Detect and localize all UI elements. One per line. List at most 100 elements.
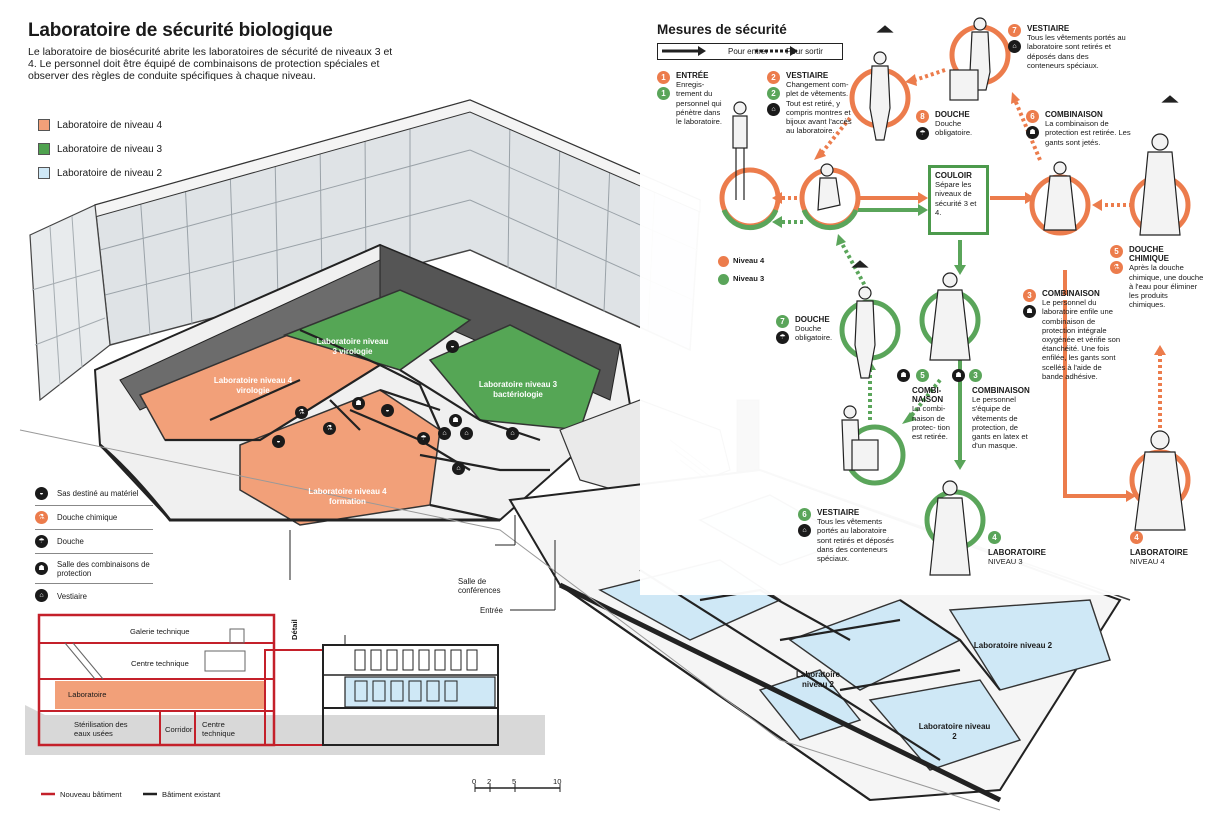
exit-label: Pour sortir: [786, 47, 823, 56]
step5-level4-title: DOUCHE CHIMIQUE: [1129, 245, 1169, 264]
step6-level4-suit-room-icon: ☗: [1026, 126, 1039, 139]
step4-level3-text: NIVEAU 3: [988, 557, 1023, 567]
measures-title: Mesures de sécurité: [657, 22, 787, 37]
legend-level3-label: Laboratoire de niveau 3: [57, 143, 163, 155]
lab-level3-virology-zone: [282, 289, 472, 371]
section-detail-label: Détail: [290, 619, 299, 640]
level-legend: Laboratoire de niveau 4 Laboratoire de n…: [38, 113, 162, 185]
step7-level4-locker-room: VESTIAIRE Tous les vêtements portés au l…: [1027, 24, 1127, 70]
step8-shower-icon: ☂: [916, 127, 929, 140]
step4-level4-title: LABORATOIRE: [1130, 548, 1188, 557]
flow-legend-level3: Niveau 3: [718, 270, 764, 288]
glass-wall-left: [29, 204, 111, 402]
plan-locker-room-icon: ⌂: [506, 427, 519, 440]
flow-legend-level4-label: Niveau 4: [733, 256, 765, 265]
step6-level4-title: COMBINAISON: [1045, 110, 1103, 119]
lab-level2-zone-d: [948, 599, 1111, 691]
label-lab3-bacteriology: Laboratoire niveau 3 bactériologie: [478, 380, 558, 399]
step4-level4-badge: 4: [1130, 531, 1143, 544]
plan-suit-room-icon: ☗: [449, 414, 462, 427]
legend-new-building: Nouveau bâtiment: [60, 790, 122, 799]
label-lab2-c: Laboratoire niveau 2: [918, 722, 991, 741]
step3-level4-text: Le personnel du laboratoire enfile une c…: [1042, 298, 1121, 381]
plan-locker-room-icon: ⌂: [438, 427, 451, 440]
symbol-legend-label: Salle des combinaisons de protection: [57, 559, 150, 578]
step8-badge: 8: [916, 110, 929, 123]
step7-level3-shower: DOUCHE Douche obligatoire.: [795, 315, 845, 343]
step5-level4-text: Après la douche chimique, une douche à l…: [1129, 263, 1204, 310]
step1-title: ENTRÉE: [676, 71, 709, 80]
legend-level2-swatch: [38, 167, 50, 179]
label-entrance: Entrée: [480, 606, 503, 615]
step7-level4-title: VESTIAIRE: [1027, 24, 1070, 33]
step2-title: VESTIAIRE: [786, 71, 829, 80]
symbol-legend-row: ⌂ Vestiaire: [35, 584, 153, 608]
plan-chemical-shower-icon: ⚗: [295, 406, 308, 419]
locker-room-icon: ⌂: [35, 589, 48, 602]
symbol-legend-row: ◒ Sas destiné au matériel: [35, 482, 153, 506]
label-lab2-a: Laboratoire niveau 2: [973, 641, 1053, 650]
page-subtitle: Le laboratoire de biosécurité abrite les…: [28, 46, 393, 82]
step7-level4-locker-room-icon: ⌂: [1008, 40, 1021, 53]
plan-chemical-shower-icon: ⚗: [323, 422, 336, 435]
scale-tick-5: 5: [512, 777, 517, 786]
label-lab4-training: Laboratoire niveau 4 formation: [308, 487, 387, 506]
step2-badge-level4: 2: [767, 71, 780, 84]
lab-level2-zone-e: [868, 679, 1022, 771]
step6-level4-text: La combinaison de protection est retirée…: [1045, 119, 1131, 147]
legend-level3: Laboratoire de niveau 3: [38, 137, 162, 161]
flow-legend-level3-label: Niveau 3: [733, 274, 765, 283]
step4-level3-title: LABORATOIRE: [988, 548, 1046, 557]
legend-level3-swatch: [38, 143, 50, 155]
step5-level3-suit-room-icon: ☗: [897, 369, 910, 382]
label-lab3-virology: Laboratoire niveau 3 virologie: [316, 337, 389, 356]
step6-level4-badge: 6: [1026, 110, 1039, 123]
step3-level3-title: COMBINAISON: [972, 386, 1030, 395]
plan-airlock-icon: ◒: [446, 340, 459, 353]
section-sterilisation-label: Stérilisation des eaux usées: [74, 720, 128, 738]
legend-level4-label: Laboratoire de niveau 4: [57, 119, 163, 131]
building-section: [25, 613, 561, 796]
step1-entrance: ENTRÉE Enregis- trement du personnel qui…: [676, 71, 726, 126]
shower-icon: ☂: [35, 535, 48, 548]
step7-level4-text: Tous les vêtements portés au laboratoire…: [1027, 33, 1126, 70]
section-laboratory-label: Laboratoire: [68, 690, 107, 699]
symbol-legend-label: Douche chimique: [57, 513, 118, 522]
flow-legend-level3-dot: [718, 273, 729, 285]
scale-tick-2: 2: [487, 777, 492, 786]
symbol-legend-label: Douche: [57, 537, 84, 546]
step3-level4-title: COMBINAISON: [1042, 289, 1100, 298]
step6-level3-text: Tous les vêtements portés au laboratoire…: [817, 517, 894, 564]
flow-level-legend: Niveau 4 Niveau 3: [718, 252, 764, 288]
step5-level4-badge: 5: [1110, 245, 1123, 258]
step4-level3-badge: 4: [988, 531, 1001, 544]
legend-existing-building: Bâtiment existant: [162, 790, 221, 799]
corridor-title: COULOIR: [935, 171, 972, 180]
step4-level4-text: NIVEAU 4: [1130, 557, 1165, 567]
step2-locker-room: VESTIAIRE Changement com- plet de vêteme…: [786, 71, 858, 135]
legend-level2: Laboratoire de niveau 2: [38, 161, 162, 185]
step3-level4-suit-room-icon: ☗: [1023, 305, 1036, 318]
step4-level3-laboratory: LABORATOIRE NIVEAU 3: [988, 548, 1058, 566]
step3-level3-badge: 3: [969, 369, 982, 382]
step5-level3-title: COMBI- NAISON: [912, 386, 944, 405]
section-galerie-label: Galerie technique: [130, 627, 190, 636]
step6-level4-suit: COMBINAISON La combinaison de protection…: [1045, 110, 1131, 147]
plan-suit-room-icon: ☗: [352, 397, 365, 410]
step5-chemical-shower-icon: ⚗: [1110, 261, 1123, 274]
step7-level3-title: DOUCHE: [795, 315, 830, 324]
corridor-box: COULOIR Sépare les niveaux de sécurité 3…: [928, 165, 989, 235]
label-lab4-virology: Laboratoire niveau 4 virologie: [213, 376, 293, 395]
plan-locker-room-icon: ⌂: [460, 427, 473, 440]
step7-level3-shower-icon: ☂: [776, 331, 789, 344]
plan-locker-room-icon: ⌂: [452, 462, 465, 475]
step5-level3-text: La combi- naison de protec- tion est ret…: [912, 404, 950, 442]
step3-level4-suit: COMBINAISON Le personnel du laboratoire …: [1042, 289, 1122, 381]
step8-text: Douche obligatoire.: [935, 119, 973, 138]
corridor-text: Sépare les niveaux de sécurité 3 et 4.: [935, 180, 977, 217]
step3-level4-badge: 3: [1023, 289, 1036, 302]
step7-level3-badge: 7: [776, 315, 789, 328]
step1-badge-level4: 1: [657, 71, 670, 84]
legend-level2-label: Laboratoire de niveau 2: [57, 167, 163, 179]
